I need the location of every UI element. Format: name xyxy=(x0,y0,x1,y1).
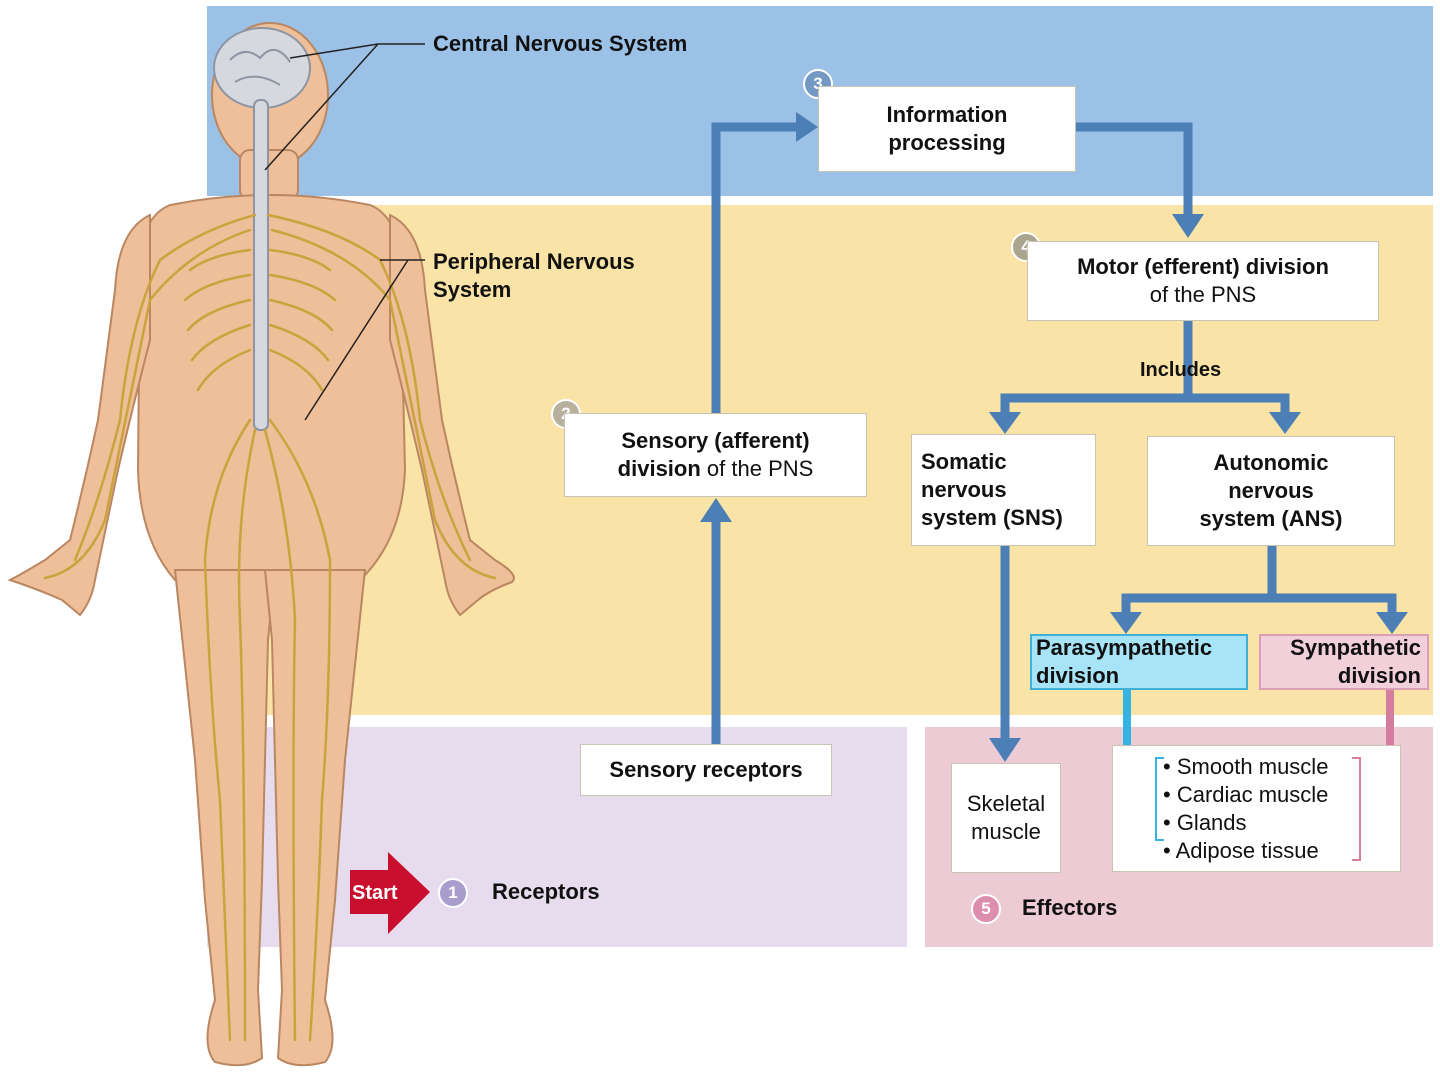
autonomic-line2: nervous xyxy=(1228,478,1314,503)
arrowhead-to-parasympathetic xyxy=(1110,612,1142,634)
arrowhead-to-motor xyxy=(1172,214,1204,238)
autonomic-line1: Autonomic xyxy=(1213,450,1329,475)
somatic-nervous-system-box: Somatic nervous system (SNS) xyxy=(911,434,1096,546)
motor-division-box: Motor (efferent) division of the PNS xyxy=(1027,241,1379,321)
sensory-line2-bold: division xyxy=(617,456,701,481)
somatic-line2: nervous xyxy=(921,477,1007,502)
parasympathetic-line1: Parasympathetic xyxy=(1036,635,1213,660)
parasympathetic-bracket xyxy=(1155,757,1164,841)
effectors-label: Effectors xyxy=(1022,895,1118,920)
effector-cardiac-muscle: • Cardiac muscle xyxy=(1163,781,1329,807)
skeletal-muscle-box: Skeletal muscle xyxy=(951,763,1061,873)
motor-line1: Motor (efferent) division xyxy=(1077,254,1329,279)
sensory-receptors-box: Sensory receptors xyxy=(580,744,832,796)
skeletal-line1: Skeletal xyxy=(966,791,1046,816)
start-arrow xyxy=(350,852,430,934)
autonomic-nervous-system-box: Autonomic nervous system (ANS) xyxy=(1147,436,1395,546)
sympathetic-line2: division xyxy=(1337,663,1421,688)
start-label: Start xyxy=(352,882,398,904)
blue-arrows xyxy=(711,122,1397,745)
pns-label-line2: System xyxy=(433,277,512,302)
arrow-motor-to-branches xyxy=(1000,320,1290,418)
information-processing-box: Information processing xyxy=(818,86,1076,172)
arrowhead-to-sensory xyxy=(700,498,732,522)
arrowhead-to-sympathetic xyxy=(1376,612,1408,634)
arrow-ans-to-divisions xyxy=(1121,546,1397,618)
arrowhead-to-processing xyxy=(796,112,818,142)
arrowhead-to-somatic xyxy=(989,412,1021,434)
parasympathetic-division-box: Parasympathetic division xyxy=(1030,634,1248,690)
nerves xyxy=(43,213,497,1042)
human-nervous-system-figure xyxy=(7,22,515,1067)
brain-and-spinal-cord xyxy=(213,27,311,431)
pns-label-line1: Peripheral Nervous xyxy=(433,249,635,274)
sensory-line2-rest: of the PNS xyxy=(700,456,814,481)
effector-adipose-tissue: • Adipose tissue xyxy=(1163,837,1319,863)
step-number-5: 5 xyxy=(971,894,1001,924)
arrow-sensory-to-processing xyxy=(711,122,800,415)
receptors-label: Receptors xyxy=(492,879,600,904)
skeletal-line2: muscle xyxy=(971,819,1041,844)
autonomic-line3: system (ANS) xyxy=(1199,506,1343,531)
leader-lines xyxy=(264,43,425,421)
step-number-1: 1 xyxy=(438,878,468,908)
sympathetic-bracket xyxy=(1352,757,1361,861)
blue-arrowheads xyxy=(700,112,1408,762)
motor-line2: of the PNS xyxy=(1149,282,1257,307)
arrow-processing-to-motor xyxy=(1076,122,1193,218)
somatic-line1: Somatic xyxy=(921,449,1007,474)
somatic-line3: system (SNS) xyxy=(921,505,1063,530)
sympathetic-line1: Sympathetic xyxy=(1290,635,1421,660)
sensory-line1: Sensory (afferent) xyxy=(621,428,810,453)
info-line1: Information xyxy=(886,102,1008,127)
effector-glands: • Glands xyxy=(1163,809,1247,835)
sympathetic-division-box: Sympathetic division xyxy=(1259,634,1429,690)
autonomic-effectors-box: • Smooth muscle • Cardiac muscle • Gland… xyxy=(1112,745,1401,872)
arrowhead-to-autonomic xyxy=(1269,412,1301,434)
arrowhead-to-skeletal xyxy=(989,738,1021,762)
effector-smooth-muscle: • Smooth muscle xyxy=(1163,753,1329,779)
parasympathetic-line2: division xyxy=(1036,663,1120,688)
includes-label: Includes xyxy=(1140,359,1222,381)
sensory-division-box: Sensory (afferent) division of the PNS xyxy=(564,413,867,497)
info-line2: processing xyxy=(888,130,1006,155)
cns-label: Central Nervous System xyxy=(433,31,688,56)
